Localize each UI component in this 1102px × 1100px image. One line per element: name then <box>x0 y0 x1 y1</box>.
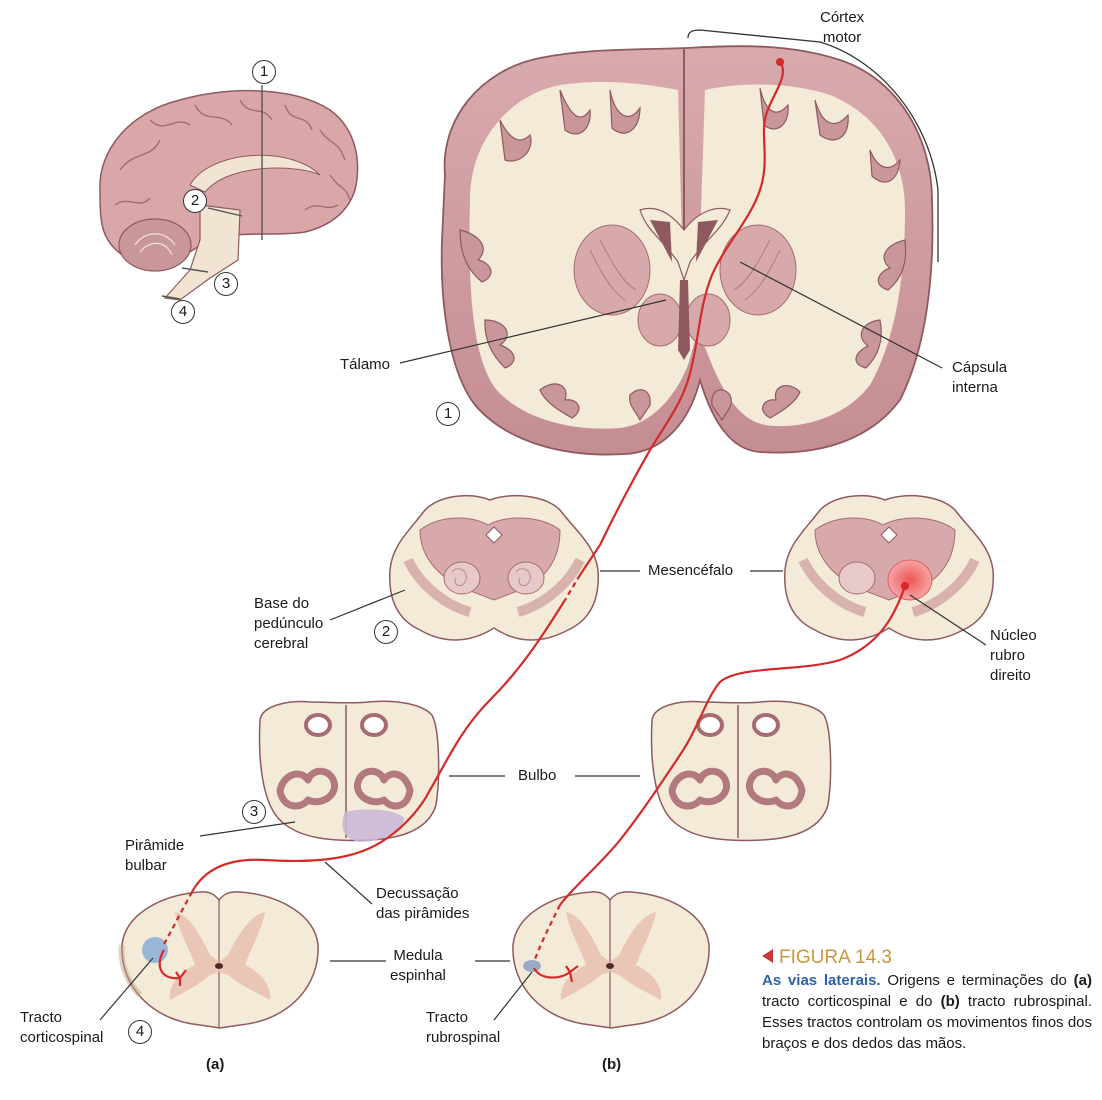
motor-cortex-origin-dot <box>776 58 784 66</box>
label-tracto-rubrospinal: Tracto rubrospinal <box>426 1009 501 1046</box>
figure-caption: FIGURA 14.3 As vias laterais. Origens e … <box>762 946 1092 1054</box>
medulla-section-a <box>258 700 440 842</box>
label-piramide-bulbar: Pirâmide bulbar <box>125 837 185 874</box>
caption-text-2: tracto corticospinal e do <box>762 993 941 1010</box>
red-nucleus-origin-dot <box>901 582 909 590</box>
spinal-cord-section-b <box>512 891 710 1029</box>
leader-lines <box>99 261 987 1021</box>
medulla-section-b <box>650 700 832 842</box>
label-nucleo-rubro: Núcleo rubro direito <box>990 627 1037 684</box>
midbrain-section-b <box>784 494 994 641</box>
figure-title: FIGURA 14.3 <box>762 946 1092 970</box>
label-panel-a: (a) <box>206 1056 225 1073</box>
rubrospinal-tract-path <box>532 585 907 983</box>
label-talamo: Tálamo <box>340 356 391 373</box>
section-number-4-spinal: 4 <box>128 1020 152 1044</box>
caption-a-mark: (a) <box>1073 972 1092 989</box>
figure-label: FIGURA 14.3 <box>779 947 892 968</box>
label-tracto-corticospinal: Tracto corticospinal <box>20 1009 104 1046</box>
caption-b-mark: (b) <box>940 993 960 1010</box>
medullary-pyramid-highlight <box>342 809 404 842</box>
section-number-3-sagittal: 3 <box>214 272 238 296</box>
label-medula-espinhal: Medula espinhal <box>390 947 446 984</box>
label-bulbo: Bulbo <box>518 767 557 784</box>
section-number-1-coronal: 1 <box>436 402 460 426</box>
corticospinal-tract-path <box>158 61 785 986</box>
rubrospinal-tract-area <box>523 960 541 972</box>
label-panel-b: (b) <box>602 1056 622 1073</box>
coronal-brain-section <box>440 45 934 456</box>
label-decussacao: Decussação das pirâmides <box>376 885 470 922</box>
label-capsula-interna: Cápsula interna <box>952 359 1008 396</box>
corticospinal-tract-area <box>142 937 168 963</box>
section-number-1-sagittal: 1 <box>252 60 276 84</box>
caption-text-1: Origens e terminações do <box>880 972 1074 989</box>
caption-triangle-icon <box>762 949 773 963</box>
section-number-2-midbrain: 2 <box>374 620 398 644</box>
motor-cortex-bracket <box>687 29 939 262</box>
figure-body: As vias laterais. Origens e terminações … <box>762 970 1092 1054</box>
section-number-4-sagittal: 4 <box>171 300 195 324</box>
label-mesencefalo: Mesencéfalo <box>648 562 734 579</box>
midbrain-section-a <box>389 494 599 641</box>
caption-text-3: tracto rubrospinal. Esses tractos contro… <box>762 993 1092 1052</box>
label-cortex-motor: Córtex motor <box>820 9 865 46</box>
section-number-3-medulla: 3 <box>242 800 266 824</box>
sagittal-brain <box>99 85 359 301</box>
red-nucleus <box>887 559 933 601</box>
label-base-pedunculo: Base do pedúnculo cerebral <box>254 595 324 652</box>
section-number-2-sagittal: 2 <box>183 189 207 213</box>
caption-lead: As vias laterais. <box>762 972 881 989</box>
